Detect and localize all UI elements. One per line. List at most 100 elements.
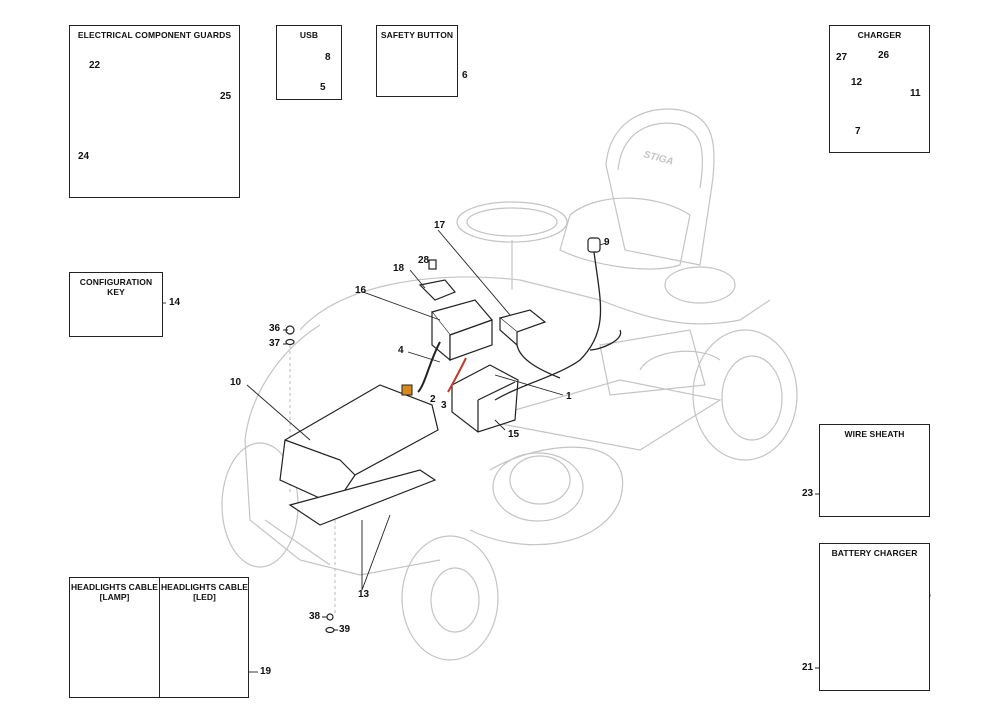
rear-fender — [639, 350, 721, 371]
leader-15 — [494, 419, 506, 431]
box-headlights-cable: HEADLIGHTS CABLE [LAMP] HEADLIGHTS CABLE… — [69, 577, 249, 698]
cable-harness-main — [494, 251, 602, 401]
callout-6: 6 — [462, 70, 468, 81]
rear-hub-right — [721, 355, 783, 441]
tractor-outline — [221, 108, 798, 661]
callout-15: 15 — [508, 429, 520, 440]
box-configuration-key: CONFIGURATION KEY — [69, 272, 163, 337]
callout-1: 1 — [566, 391, 572, 402]
front-wheel-right — [401, 535, 499, 661]
seat-back — [605, 108, 715, 266]
cable-junction — [516, 344, 561, 379]
callout-36: 36 — [269, 323, 281, 334]
bumper-inner — [264, 519, 331, 566]
mower-deck — [469, 446, 623, 546]
callout-3: 3 — [441, 400, 447, 411]
callout-23: 23 — [802, 488, 814, 499]
callout-10: 10 — [230, 377, 242, 388]
battery-cover — [279, 384, 439, 506]
callout-38: 38 — [309, 611, 321, 622]
cable-3-red — [447, 357, 467, 393]
mower-motor — [492, 452, 584, 522]
leader-1 — [494, 374, 564, 396]
box-wire-sheath: WIRE SHEATH — [819, 424, 930, 517]
body-top-line — [299, 276, 771, 331]
callout-17: 17 — [434, 220, 446, 231]
callout-13: 13 — [358, 589, 370, 600]
callout-18: 18 — [393, 263, 405, 274]
components — [279, 237, 601, 634]
callout-39: 39 — [339, 624, 351, 635]
box-safety-button: SAFETY BUTTON — [376, 25, 458, 97]
motor-controller — [451, 364, 519, 433]
callout-2: 2 — [430, 394, 436, 405]
callout-5: 5 — [320, 82, 326, 93]
cables — [417, 251, 622, 401]
callout-9: 9 — [604, 237, 610, 248]
bracket-part — [418, 279, 456, 301]
control-module-front — [449, 319, 493, 361]
callout-27: 27 — [836, 52, 848, 63]
leader-38-39 — [322, 616, 338, 631]
hood-front — [244, 324, 321, 441]
headlights-led-title-line1: HEADLIGHTS CABLE — [161, 582, 248, 592]
fuse-2 — [401, 384, 413, 396]
washer-37 — [285, 338, 295, 346]
box-battery-charger: BATTERY CHARGER — [819, 543, 930, 691]
callout-26: 26 — [878, 50, 890, 61]
bolt-38 — [326, 613, 334, 621]
callout-37: 37 — [269, 338, 281, 349]
box-charger: CHARGER — [829, 25, 930, 153]
headlights-lamp-title-line1: HEADLIGHTS CABLE — [71, 582, 158, 592]
screw-28 — [428, 259, 437, 270]
rear-motor — [599, 329, 706, 396]
leader-36-37 — [283, 329, 288, 345]
headlights-lamp-title-line2: [LAMP] — [99, 592, 130, 602]
leader-16 — [362, 291, 441, 321]
box-title-headlights-led: HEADLIGHTS CABLE [LED] — [160, 582, 249, 602]
box-title-wire-sheath: WIRE SHEATH — [844, 429, 905, 439]
rear-wheel-right — [692, 329, 798, 461]
callout-8: 8 — [325, 52, 331, 63]
cable-rear — [589, 329, 622, 351]
front-hub-right — [430, 567, 480, 633]
seat-cushion — [559, 197, 691, 270]
front-bumper — [244, 439, 441, 576]
callout-11: 11 — [910, 88, 921, 99]
box-title-headlights-lamp: HEADLIGHTS CABLE [LAMP] — [70, 582, 159, 602]
box-title-electrical-guards: ELECTRICAL COMPONENT GUARDS — [77, 30, 232, 40]
box-title-safety-button: SAFETY BUTTON — [380, 30, 454, 40]
washer-39 — [325, 626, 335, 634]
mower-motor-top — [509, 455, 571, 505]
callout-25: 25 — [220, 91, 232, 102]
box-title-usb: USB — [299, 30, 319, 40]
callout-7: 7 — [855, 126, 861, 137]
leader-13 — [361, 514, 391, 591]
box-usb: USB — [276, 25, 342, 100]
leader-4 — [407, 351, 441, 363]
callout-12: 12 — [851, 77, 863, 88]
cable-4 — [417, 341, 441, 393]
callout-4: 4 — [398, 345, 404, 356]
seat-back-inner — [617, 122, 704, 189]
connector-plug — [587, 237, 601, 253]
leader-lines — [246, 229, 607, 631]
motor-controller-edges — [477, 381, 516, 432]
box-title-charger: CHARGER — [857, 30, 902, 40]
callout-22: 22 — [89, 60, 101, 71]
junction-box-side — [499, 318, 518, 347]
steering-wheel-inner — [466, 207, 558, 237]
callout-16: 16 — [355, 285, 367, 296]
leader-18 — [409, 269, 426, 289]
leader-9 — [599, 242, 607, 246]
rear-body-right — [664, 266, 736, 304]
callout-21: 21 — [802, 662, 814, 673]
callout-28: 28 — [418, 255, 430, 266]
leader-17 — [437, 229, 511, 316]
floor-deck — [479, 379, 722, 451]
battery-tray — [288, 469, 437, 526]
box-electrical-component-guards: ELECTRICAL COMPONENT GUARDS — [69, 25, 240, 198]
leader-10 — [246, 384, 311, 441]
seat-logo: STIGA — [642, 149, 674, 168]
box-title-battery-charger: BATTERY CHARGER — [831, 548, 918, 558]
